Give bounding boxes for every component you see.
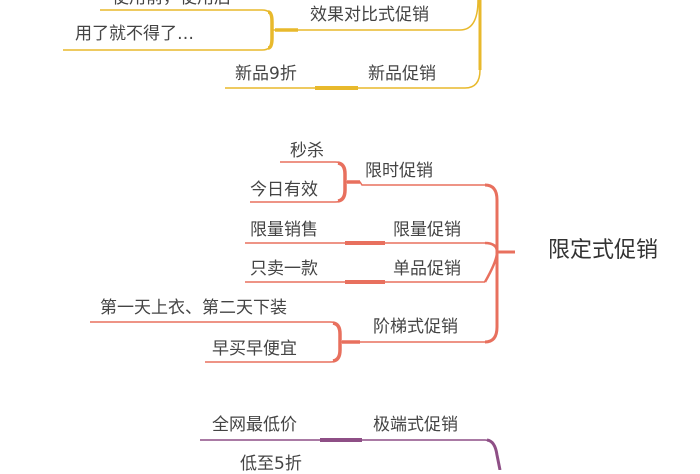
yellow-connectors bbox=[63, 0, 482, 90]
node-half-off: 低至5折 bbox=[240, 454, 302, 474]
node-time-limited-promo: 限时促销 bbox=[365, 161, 433, 181]
node-day-by-day: 第一天上衣、第二天下装 bbox=[100, 298, 287, 318]
purple-connectors bbox=[200, 438, 502, 470]
node-tiered-promo: 阶梯式促销 bbox=[373, 317, 458, 337]
node-flash-sale: 秒杀 bbox=[290, 141, 324, 161]
node-extreme-promo: 极端式促销 bbox=[373, 415, 458, 435]
node-amazing: 用了就不得了… bbox=[75, 24, 194, 44]
node-today-only: 今日有效 bbox=[250, 180, 318, 200]
node-single-item: 只卖一款 bbox=[250, 259, 318, 279]
red-connectors bbox=[90, 161, 515, 363]
node-lowest-price: 全网最低价 bbox=[212, 415, 297, 435]
node-early-bird: 早买早便宜 bbox=[212, 339, 297, 359]
node-single-product-promo: 单品促销 bbox=[393, 259, 461, 279]
node-new-product-promo: 新品促销 bbox=[368, 64, 436, 84]
node-new-90pct: 新品9折 bbox=[235, 64, 297, 84]
node-limited-quantity-promo: 限量促销 bbox=[393, 220, 461, 240]
node-limited-quantity-sale: 限量销售 bbox=[250, 220, 318, 240]
node-effect-compare-promo: 效果对比式促销 bbox=[310, 5, 429, 25]
root-limited-promo: 限定式促销 bbox=[548, 238, 659, 263]
node-before-after: 使用前，使用后 bbox=[112, 0, 231, 8]
